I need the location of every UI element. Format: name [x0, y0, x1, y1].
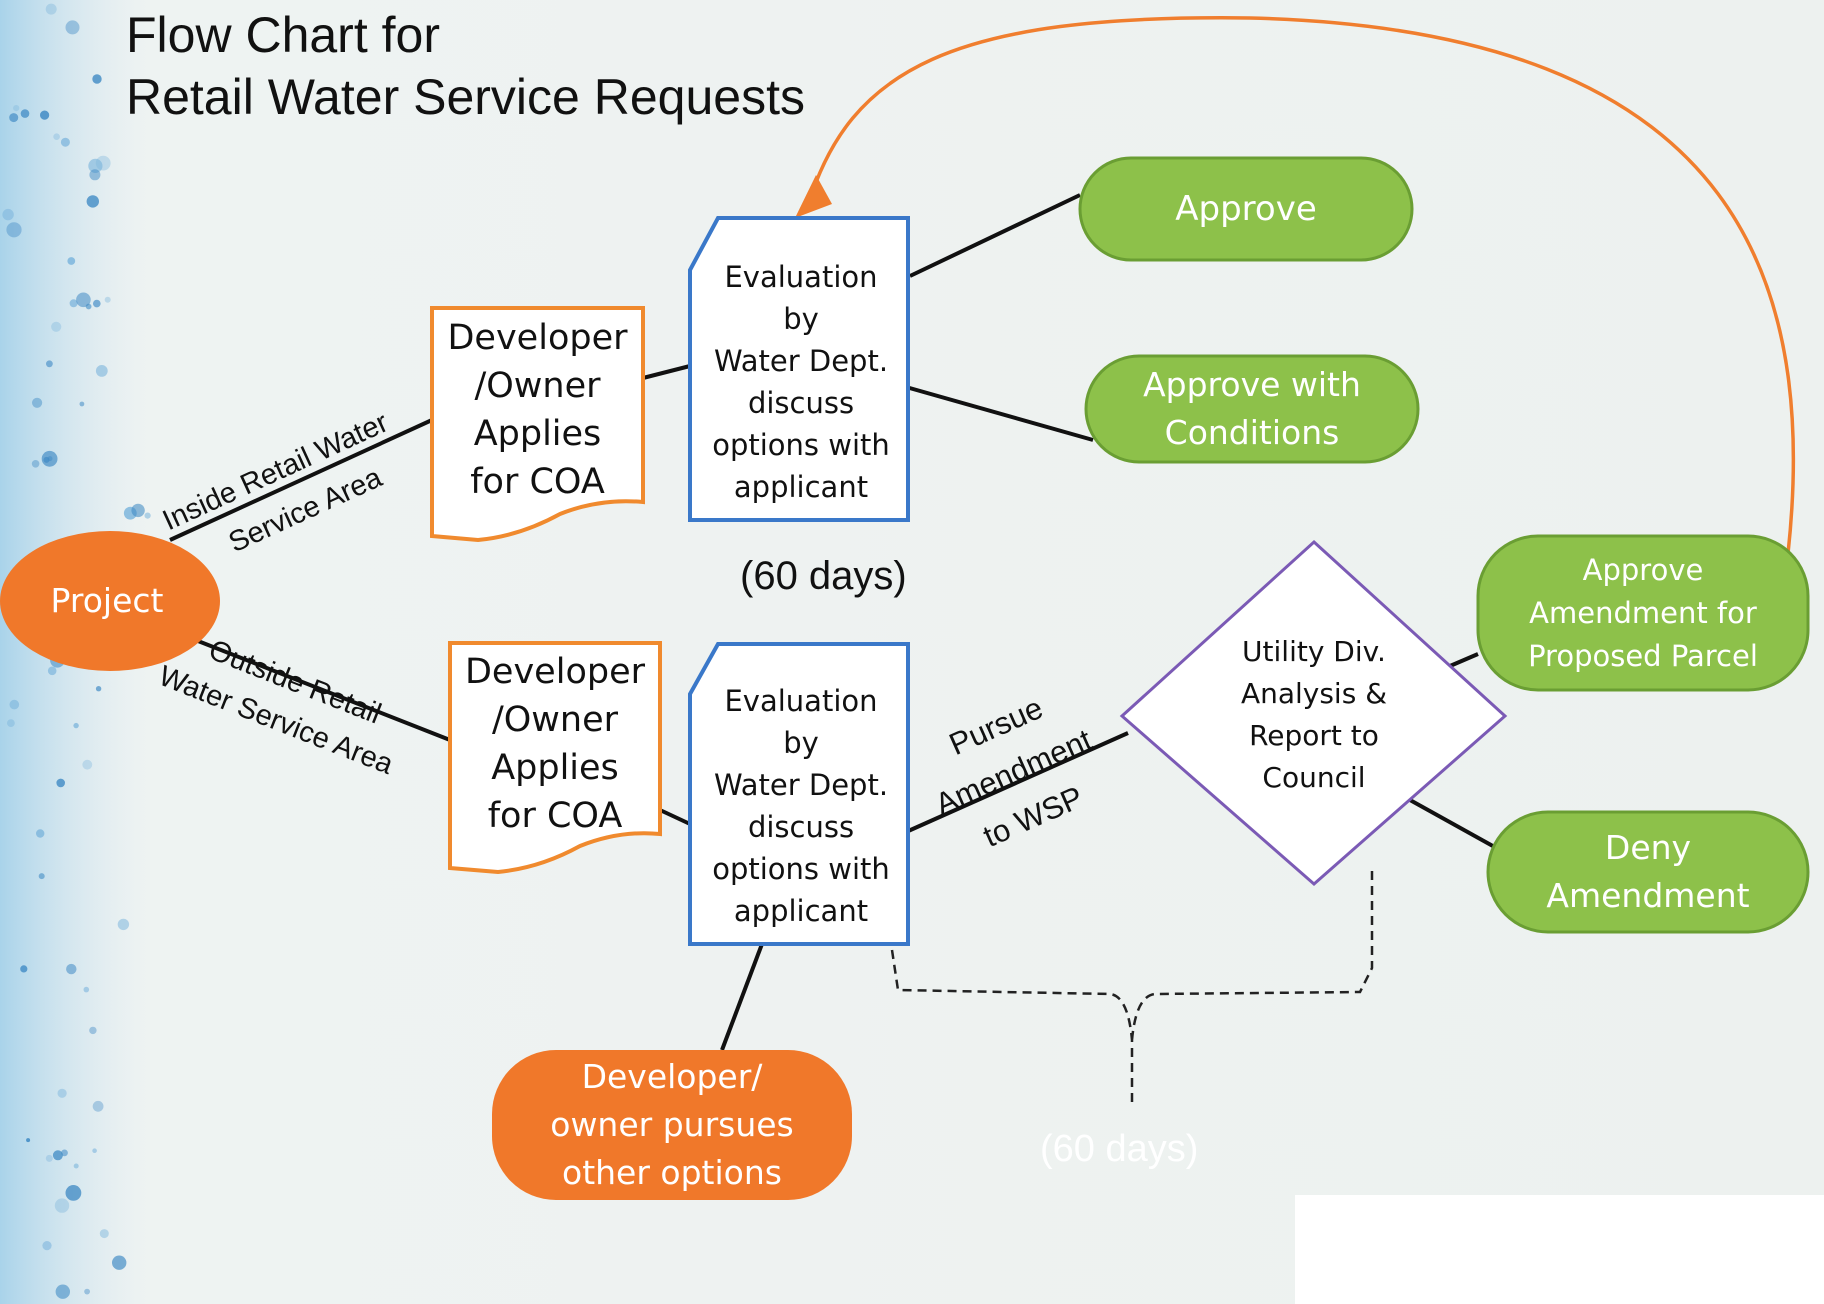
- water-droplet: [89, 1026, 97, 1035]
- developer-other-node: [492, 1050, 852, 1200]
- deny-amendment-label: Deny Amendment: [1546, 828, 1750, 915]
- water-droplet: [93, 299, 101, 308]
- water-droplet: [99, 1229, 109, 1239]
- days-bottom-label: (60 days): [1040, 1128, 1199, 1170]
- water-droplet: [9, 113, 19, 123]
- timeline-brace: [890, 870, 1374, 1108]
- water-droplet: [56, 778, 65, 788]
- water-droplet: [42, 1241, 52, 1251]
- water-droplet: [104, 296, 111, 303]
- project-label: Project: [50, 581, 164, 620]
- water-droplet: [86, 195, 100, 208]
- approve-conditions-node: [1084, 354, 1420, 464]
- days-top-label: (60 days): [740, 554, 907, 598]
- water-droplet: [76, 292, 91, 308]
- evaluation-top-label: Evaluation by Water Dept. discuss option…: [712, 260, 890, 504]
- approve-label: Approve: [1175, 189, 1317, 229]
- water-droplet: [31, 397, 43, 408]
- evaluation-bottom-label: Evaluation by Water Dept. discuss option…: [712, 684, 890, 928]
- water-droplet: [83, 986, 90, 993]
- connector-eval-conditions: [905, 385, 1094, 442]
- developer-outside-doc: [448, 641, 662, 875]
- approve-amendment-node: [1476, 534, 1810, 692]
- connector-dev-eval-top: [642, 364, 691, 380]
- water-droplet: [26, 1138, 31, 1143]
- water-droplet: [92, 1100, 104, 1112]
- blank-corner: [1295, 1195, 1824, 1304]
- water-droplet: [40, 110, 50, 120]
- water-droplet: [73, 722, 79, 729]
- connector-eval-utility: [905, 731, 1129, 834]
- utility-analysis-label: Utility Div. Analysis & Report to Counci…: [1240, 635, 1388, 794]
- water-droplet: [54, 1198, 70, 1213]
- arrowhead-icon: [795, 175, 832, 218]
- evaluation-bottom-box: [688, 642, 910, 946]
- approve-conditions-label: Approve with Conditions: [1143, 365, 1361, 452]
- water-droplet: [6, 222, 22, 238]
- water-droplet: [117, 918, 130, 931]
- developer-outside-label: Developer /Owner Applies for COA: [464, 652, 645, 836]
- water-droplet: [20, 965, 28, 973]
- connector-utility-approve: [1449, 652, 1479, 668]
- water-droplet: [20, 109, 30, 118]
- water-droplet: [82, 759, 93, 770]
- utility-analysis-diamond: [1119, 539, 1508, 886]
- water-droplet: [66, 963, 77, 975]
- water-droplet: [88, 158, 103, 173]
- water-droplet: [112, 1255, 127, 1270]
- feedback-arrow: [806, 16, 1796, 601]
- water-droplet: [38, 873, 45, 880]
- water-droplet: [89, 169, 101, 181]
- water-droplet: [144, 512, 151, 519]
- water-droplet: [57, 1088, 67, 1098]
- water-droplet: [45, 3, 57, 15]
- approve-node: [1078, 156, 1414, 262]
- water-droplet: [41, 450, 58, 467]
- water-droplet: [45, 1154, 53, 1162]
- page-title: Flow Chart for Retail Water Service Requ…: [126, 7, 805, 125]
- water-droplet: [65, 20, 80, 35]
- water-droplet: [60, 137, 70, 147]
- water-droplet: [51, 321, 62, 332]
- developer-inside-label: Developer /Owner Applies for COA: [447, 318, 628, 502]
- water-droplet: [6, 719, 15, 727]
- connector-utility-deny: [1409, 798, 1501, 852]
- water-droplet: [55, 1284, 70, 1299]
- water-droplet: [84, 1288, 90, 1295]
- water-droplet: [31, 460, 40, 468]
- water-droplet: [92, 74, 102, 84]
- water-droplet: [79, 401, 85, 407]
- water-droplet: [67, 257, 76, 265]
- water-droplet: [69, 299, 78, 308]
- water-droplet: [65, 1185, 82, 1201]
- water-droplet: [73, 1163, 79, 1169]
- water-droplet: [13, 105, 20, 112]
- water-droplet: [46, 360, 53, 368]
- water-droplet: [95, 686, 102, 692]
- water-droplet: [47, 666, 57, 676]
- connector-eval-other: [720, 943, 764, 1051]
- developer-inside-doc: [430, 306, 645, 543]
- deny-amendment-node: [1486, 810, 1810, 934]
- project-node: [0, 531, 220, 671]
- connector-project-inside: [169, 418, 433, 542]
- connector-eval-approve: [909, 193, 1081, 278]
- water-droplet: [95, 365, 108, 377]
- developer-other-label: Developer/ owner pursues other options: [550, 1057, 794, 1192]
- water-droplet: [9, 699, 20, 710]
- connectors: [169, 193, 1501, 1051]
- connector-project-outside: [169, 628, 451, 742]
- evaluation-top-box: [688, 216, 910, 522]
- water-droplet: [52, 1150, 63, 1161]
- water-droplet: [2, 208, 14, 221]
- water-droplet: [53, 133, 60, 140]
- water-droplet: [36, 829, 45, 838]
- water-droplet: [131, 503, 145, 518]
- connector-dev-eval-bottom: [659, 808, 691, 826]
- approve-amendment-label: Approve Amendment for Proposed Parcel: [1528, 552, 1758, 673]
- water-droplet: [92, 1148, 97, 1153]
